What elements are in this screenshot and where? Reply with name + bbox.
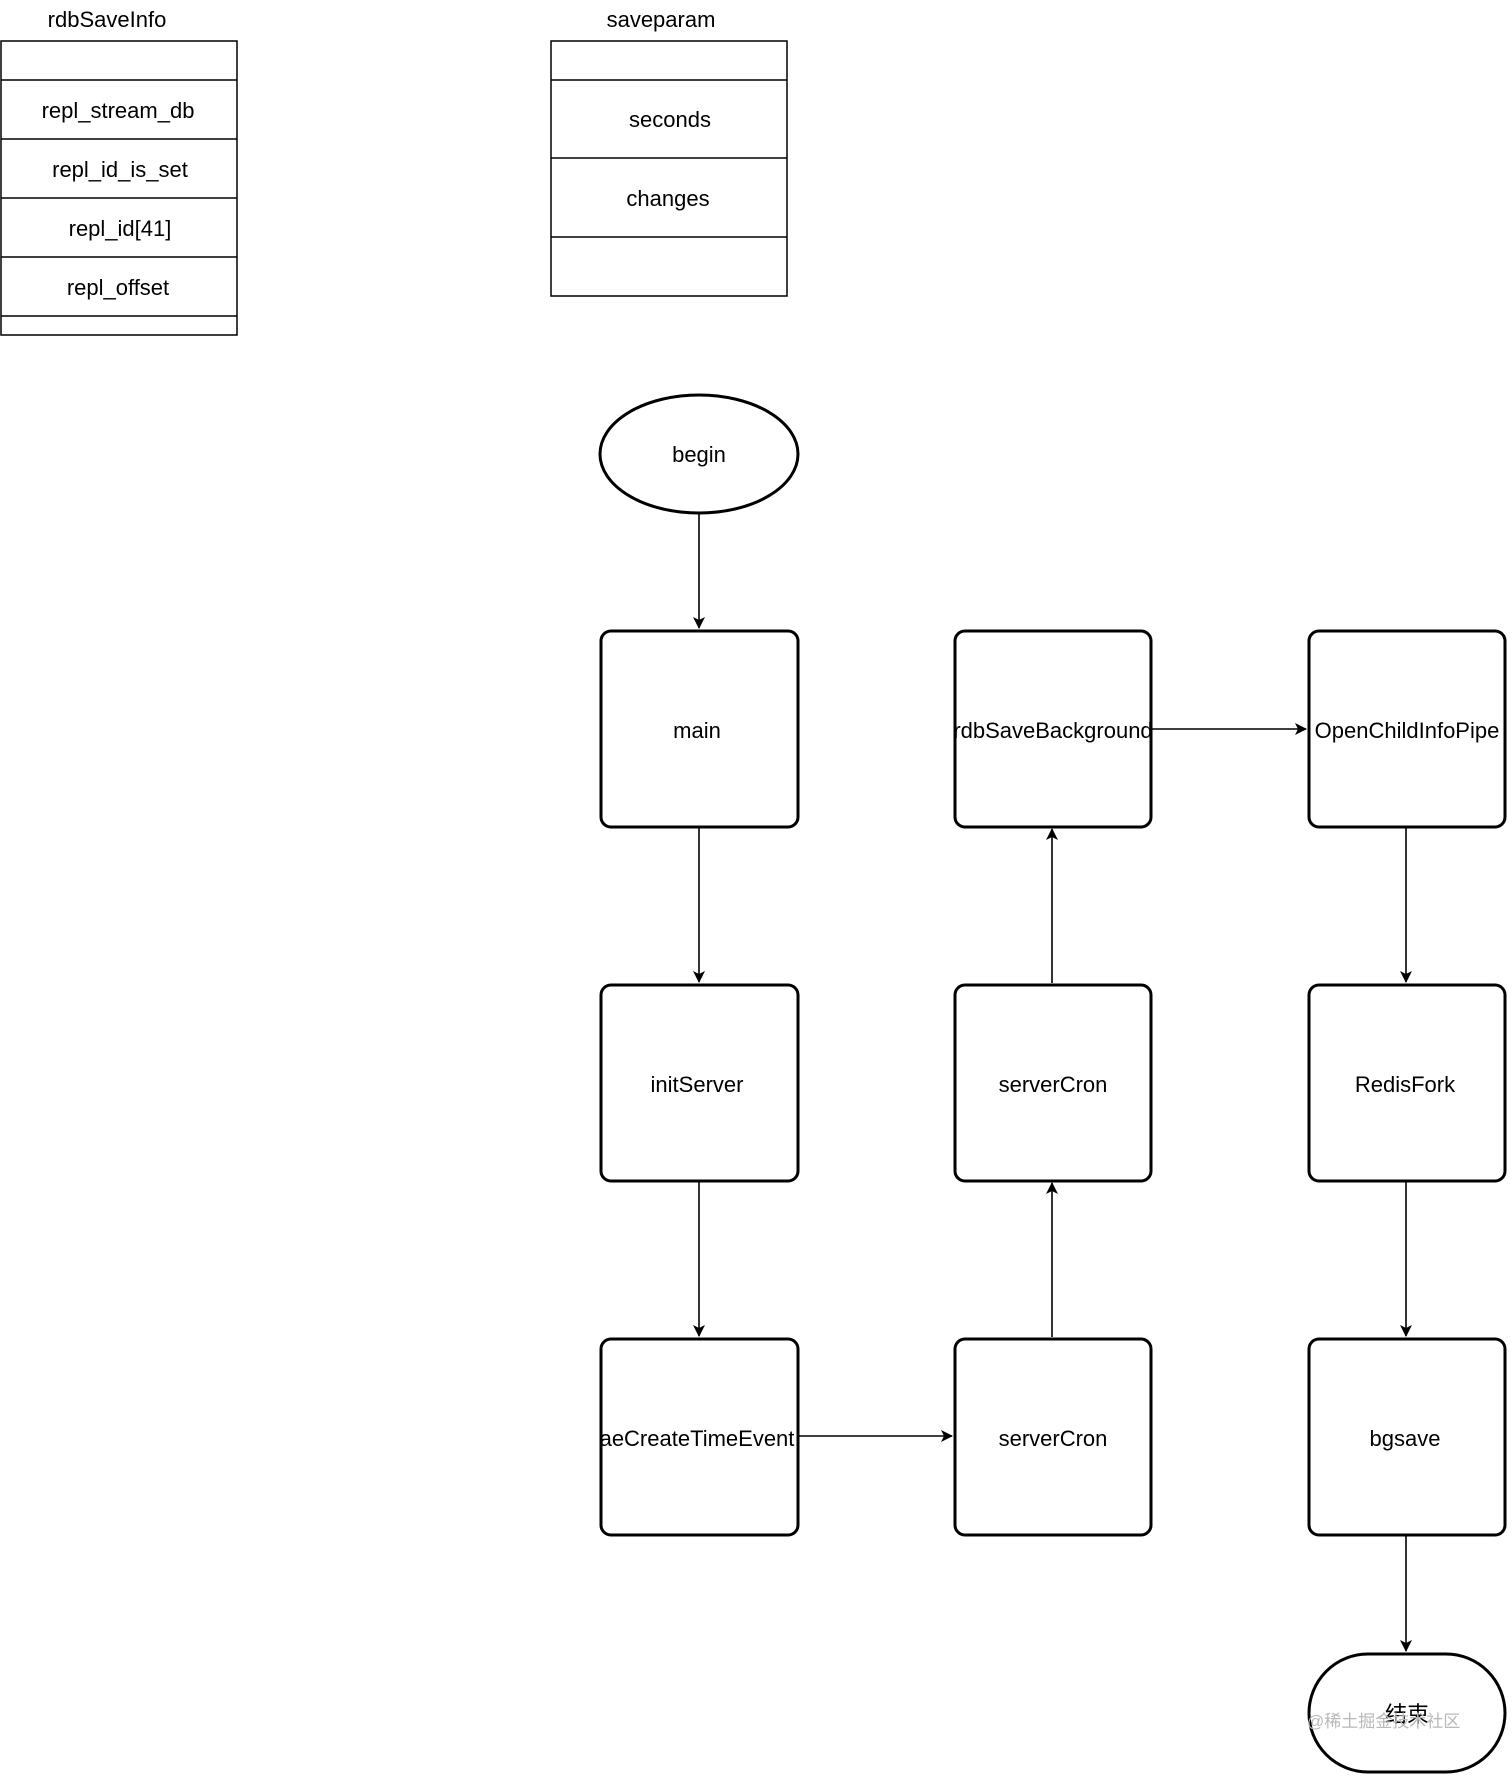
struct-saveparam: saveparam seconds changes — [550, 7, 788, 297]
node-label: begin — [672, 442, 726, 467]
struct-field: seconds — [629, 107, 711, 132]
node-label: rdbSaveBackground — [953, 718, 1152, 743]
watermark-text: @稀土掘金技术社区 — [1307, 1712, 1460, 1731]
node-begin: begin — [598, 393, 800, 515]
struct-field: repl_id[41] — [69, 216, 172, 241]
struct-field: repl_offset — [67, 275, 169, 300]
node-label: bgsave — [1370, 1426, 1441, 1451]
node-label: serverCron — [999, 1426, 1108, 1451]
node-label: 结束 — [1385, 1702, 1429, 1727]
node-bgsave: bgsave — [1307, 1337, 1507, 1537]
node-label: main — [673, 718, 721, 743]
node-label: initServer — [651, 1072, 744, 1097]
node-label: RedisFork — [1355, 1072, 1456, 1097]
struct-title-saveparam: saveparam — [607, 7, 716, 32]
struct-field: repl_id_is_set — [52, 157, 188, 182]
connectors — [693, 513, 1412, 1652]
struct-rdbsaveinfo: rdbSaveInfo repl_stream_db repl_id_is_se… — [0, 7, 238, 336]
node-initserver: initServer — [599, 983, 800, 1183]
struct-field: changes — [626, 186, 709, 211]
node-rdbsavebackground: rdbSaveBackground — [953, 629, 1153, 829]
node-end: 结束 — [1307, 1652, 1507, 1774]
struct-title-rdbsaveinfo: rdbSaveInfo — [48, 7, 167, 32]
node-main: main — [599, 629, 800, 829]
node-label: serverCron — [999, 1072, 1108, 1097]
node-openchildinfopipe: OpenChildInfoPipe — [1307, 629, 1507, 829]
node-redisfork: RedisFork — [1307, 983, 1507, 1183]
node-label: aeCreateTimeEvent — [600, 1426, 795, 1451]
node-servercron-bottom: serverCron — [953, 1337, 1153, 1537]
struct-table-border — [0, 40, 238, 336]
node-servercron-middle: serverCron — [953, 983, 1153, 1183]
node-label: OpenChildInfoPipe — [1315, 718, 1500, 743]
struct-field: repl_stream_db — [42, 98, 195, 123]
struct-table-border — [550, 40, 788, 297]
node-aecreatetimeevent: aeCreateTimeEvent — [599, 1337, 800, 1537]
